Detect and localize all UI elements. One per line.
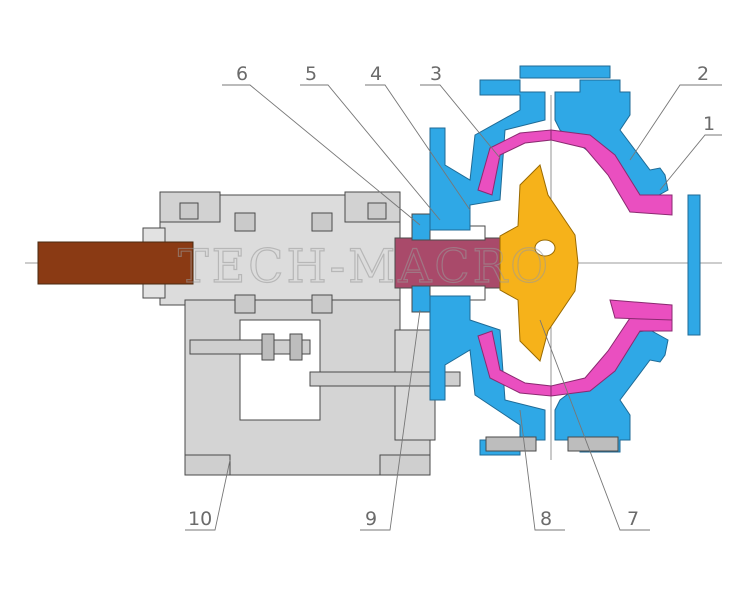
- pedestal-window: [239, 319, 321, 421]
- callout-3: 3: [430, 63, 442, 85]
- callout-1: 1: [703, 113, 715, 135]
- bolt: [234, 212, 256, 232]
- frame-assembly: [142, 191, 461, 476]
- cover-plate-liner-upper: [550, 129, 673, 216]
- callout-8: 8: [540, 508, 552, 530]
- gland-upper: [411, 213, 431, 241]
- bolt: [179, 202, 199, 220]
- leader-9: [360, 309, 421, 531]
- adjust-nut: [261, 333, 275, 361]
- impeller-eye: [534, 239, 556, 257]
- leader-8: [519, 409, 565, 531]
- casing-bolt-left: [485, 436, 537, 452]
- bolt: [311, 294, 333, 314]
- leader-3: [420, 84, 501, 159]
- leader-7: [539, 319, 650, 531]
- discharge-flange: [519, 65, 611, 79]
- callout-6: 6: [236, 63, 248, 85]
- suction-flange: [687, 194, 701, 336]
- leader-1: [659, 134, 722, 191]
- casing-bolt-right: [567, 436, 619, 452]
- watermark-text: TECH-MACRO: [178, 239, 551, 293]
- callout-7: 7: [627, 508, 639, 530]
- throatbush: [609, 299, 673, 321]
- bolt: [367, 202, 387, 220]
- bolt: [234, 294, 256, 314]
- pedestal-foot-right: [379, 454, 431, 476]
- shaft-sleeve: [394, 237, 501, 289]
- pedestal-foot-left: [184, 454, 231, 476]
- impeller-body: [499, 164, 579, 362]
- leader-5: [300, 84, 441, 221]
- leader-2: [629, 84, 722, 161]
- callout-4: 4: [370, 63, 382, 85]
- impeller: [499, 164, 579, 362]
- leader-6: [222, 84, 421, 226]
- leader-lines: [185, 84, 722, 531]
- callout-10: 10: [188, 508, 212, 530]
- leader-10: [185, 459, 231, 531]
- callout-2: 2: [697, 63, 709, 85]
- adjust-screw: [189, 339, 311, 355]
- leader-4: [365, 84, 471, 211]
- adjust-nut: [289, 333, 303, 361]
- volute-liner: [477, 129, 673, 397]
- callout-5: 5: [305, 63, 317, 85]
- clamp-bolt: [309, 371, 461, 387]
- callout-9: 9: [365, 508, 377, 530]
- shaft: [37, 241, 194, 285]
- bolt: [311, 212, 333, 232]
- frame-plate-lower: [429, 295, 546, 456]
